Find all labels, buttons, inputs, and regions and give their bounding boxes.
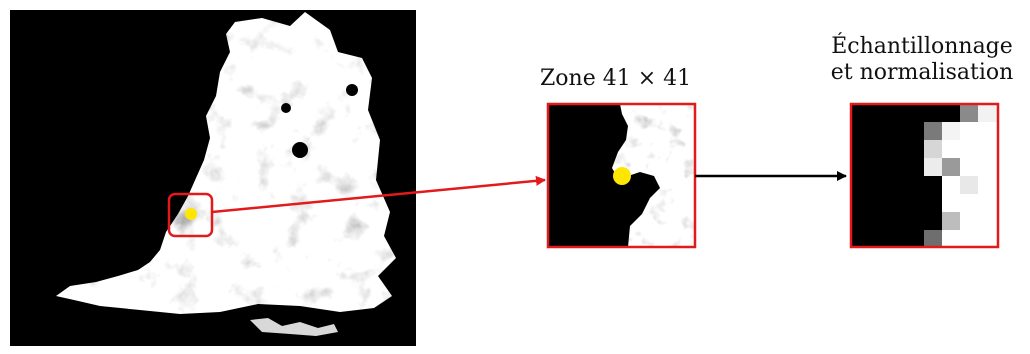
dark-gap-2 (281, 103, 291, 113)
sampled-cell (960, 104, 978, 122)
dark-gap-1 (292, 142, 308, 158)
sampled-cell (942, 212, 960, 230)
terrain-islands (250, 318, 338, 336)
sampled-cell (924, 230, 942, 247)
sampled-cell (942, 158, 960, 176)
sampled-grid-panel (849, 102, 1000, 249)
sampled-cell (924, 176, 942, 194)
zone-caption: Zone 41 × 41 (540, 66, 692, 91)
zoom-arrow (211, 175, 546, 214)
sampled-cell (942, 122, 960, 140)
zone-panel (546, 102, 697, 249)
sampled-cell (924, 194, 942, 212)
sampled-cell (924, 122, 942, 140)
sampling-caption: Échantillonnage et normalisation (812, 34, 1030, 86)
terrain-map-panel (10, 10, 416, 346)
sampled-cell (978, 104, 998, 122)
sampling-caption-line1: Échantillonnage (831, 34, 1013, 59)
terrain-landmass (56, 12, 396, 314)
map-selection-box (167, 192, 214, 238)
sampled-cell (924, 158, 942, 176)
map-sample-point (185, 208, 197, 220)
zone-terrain (612, 104, 695, 247)
dark-gap-3 (346, 84, 358, 96)
sampled-frame (849, 102, 1000, 249)
zone-sample-point (613, 167, 631, 185)
sampled-cell (924, 140, 942, 158)
sampled-cell (960, 176, 978, 194)
sampling-caption-line2: et normalisation (830, 60, 1014, 85)
